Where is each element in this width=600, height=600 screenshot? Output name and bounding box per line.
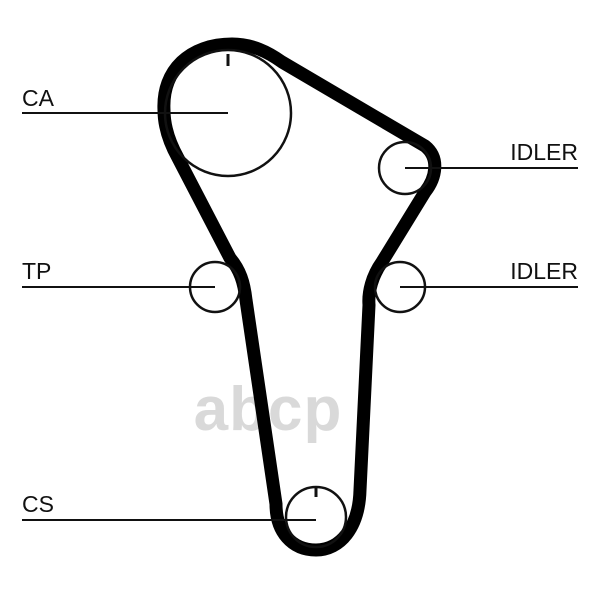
- tp-label: TP: [22, 258, 51, 284]
- cs-pulley: [284, 485, 348, 549]
- ca-label: CA: [22, 85, 55, 111]
- timing-belt: [157, 37, 442, 557]
- idler-mid-label: IDLER: [510, 258, 578, 284]
- idler-top-label: IDLER: [510, 139, 578, 165]
- cs-label: CS: [22, 491, 54, 517]
